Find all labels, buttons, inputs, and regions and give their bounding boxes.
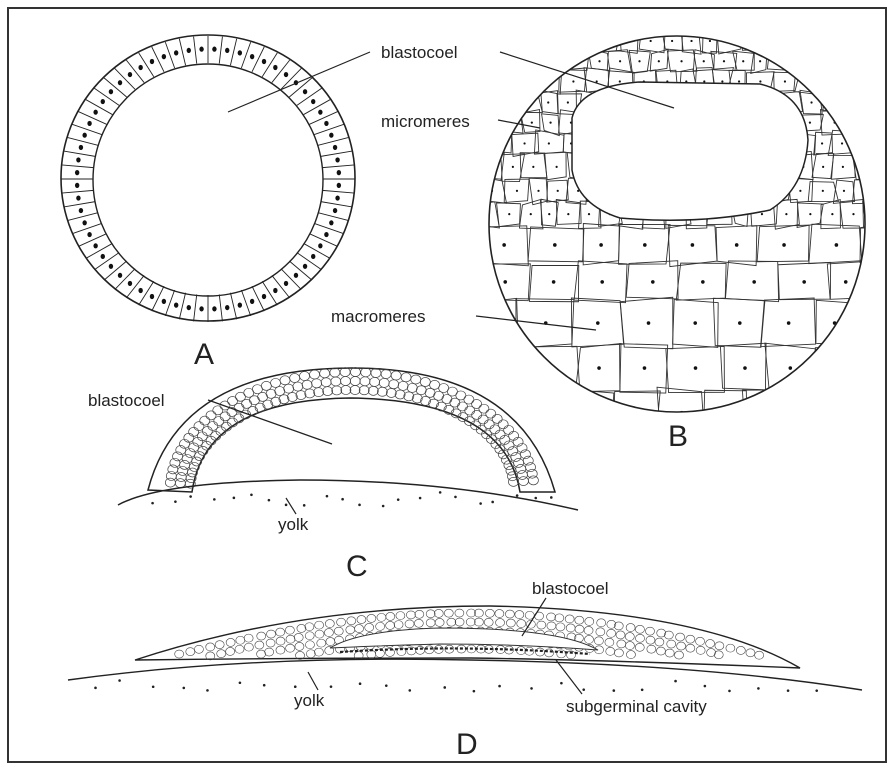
label-micromeres: micromeres: [381, 112, 470, 131]
panel-c-blastoderm: [118, 368, 578, 510]
panel-d-discoidal-blastoderm: [68, 606, 862, 692]
leader-yolk-c: [286, 498, 296, 514]
label-yolk-c: yolk: [278, 515, 309, 534]
leader-blastocoel-a: [228, 52, 370, 112]
label-subgerminal-cavity: subgerminal cavity: [566, 697, 707, 716]
blastocoel-cavity-b: [572, 82, 808, 220]
label-blastocoel-d: blastocoel: [532, 579, 609, 598]
panel-label-b: B: [668, 420, 688, 453]
panel-b-blastula: [477, 27, 895, 438]
label-blastocoel-a: blastocoel: [381, 43, 458, 62]
label-blastocoel-c: blastocoel: [88, 391, 165, 410]
panel-label-a: A: [194, 338, 214, 371]
panel-label-d: D: [456, 728, 478, 761]
panel-label-c: C: [346, 550, 368, 583]
leader-subgerminal-cavity: [556, 660, 582, 694]
label-yolk-d: yolk: [294, 691, 325, 710]
panel-a-blastula: [61, 35, 355, 322]
leader-macromeres: [476, 316, 596, 330]
leader-yolk-d: [308, 672, 318, 690]
label-macromeres: macromeres: [331, 307, 425, 326]
